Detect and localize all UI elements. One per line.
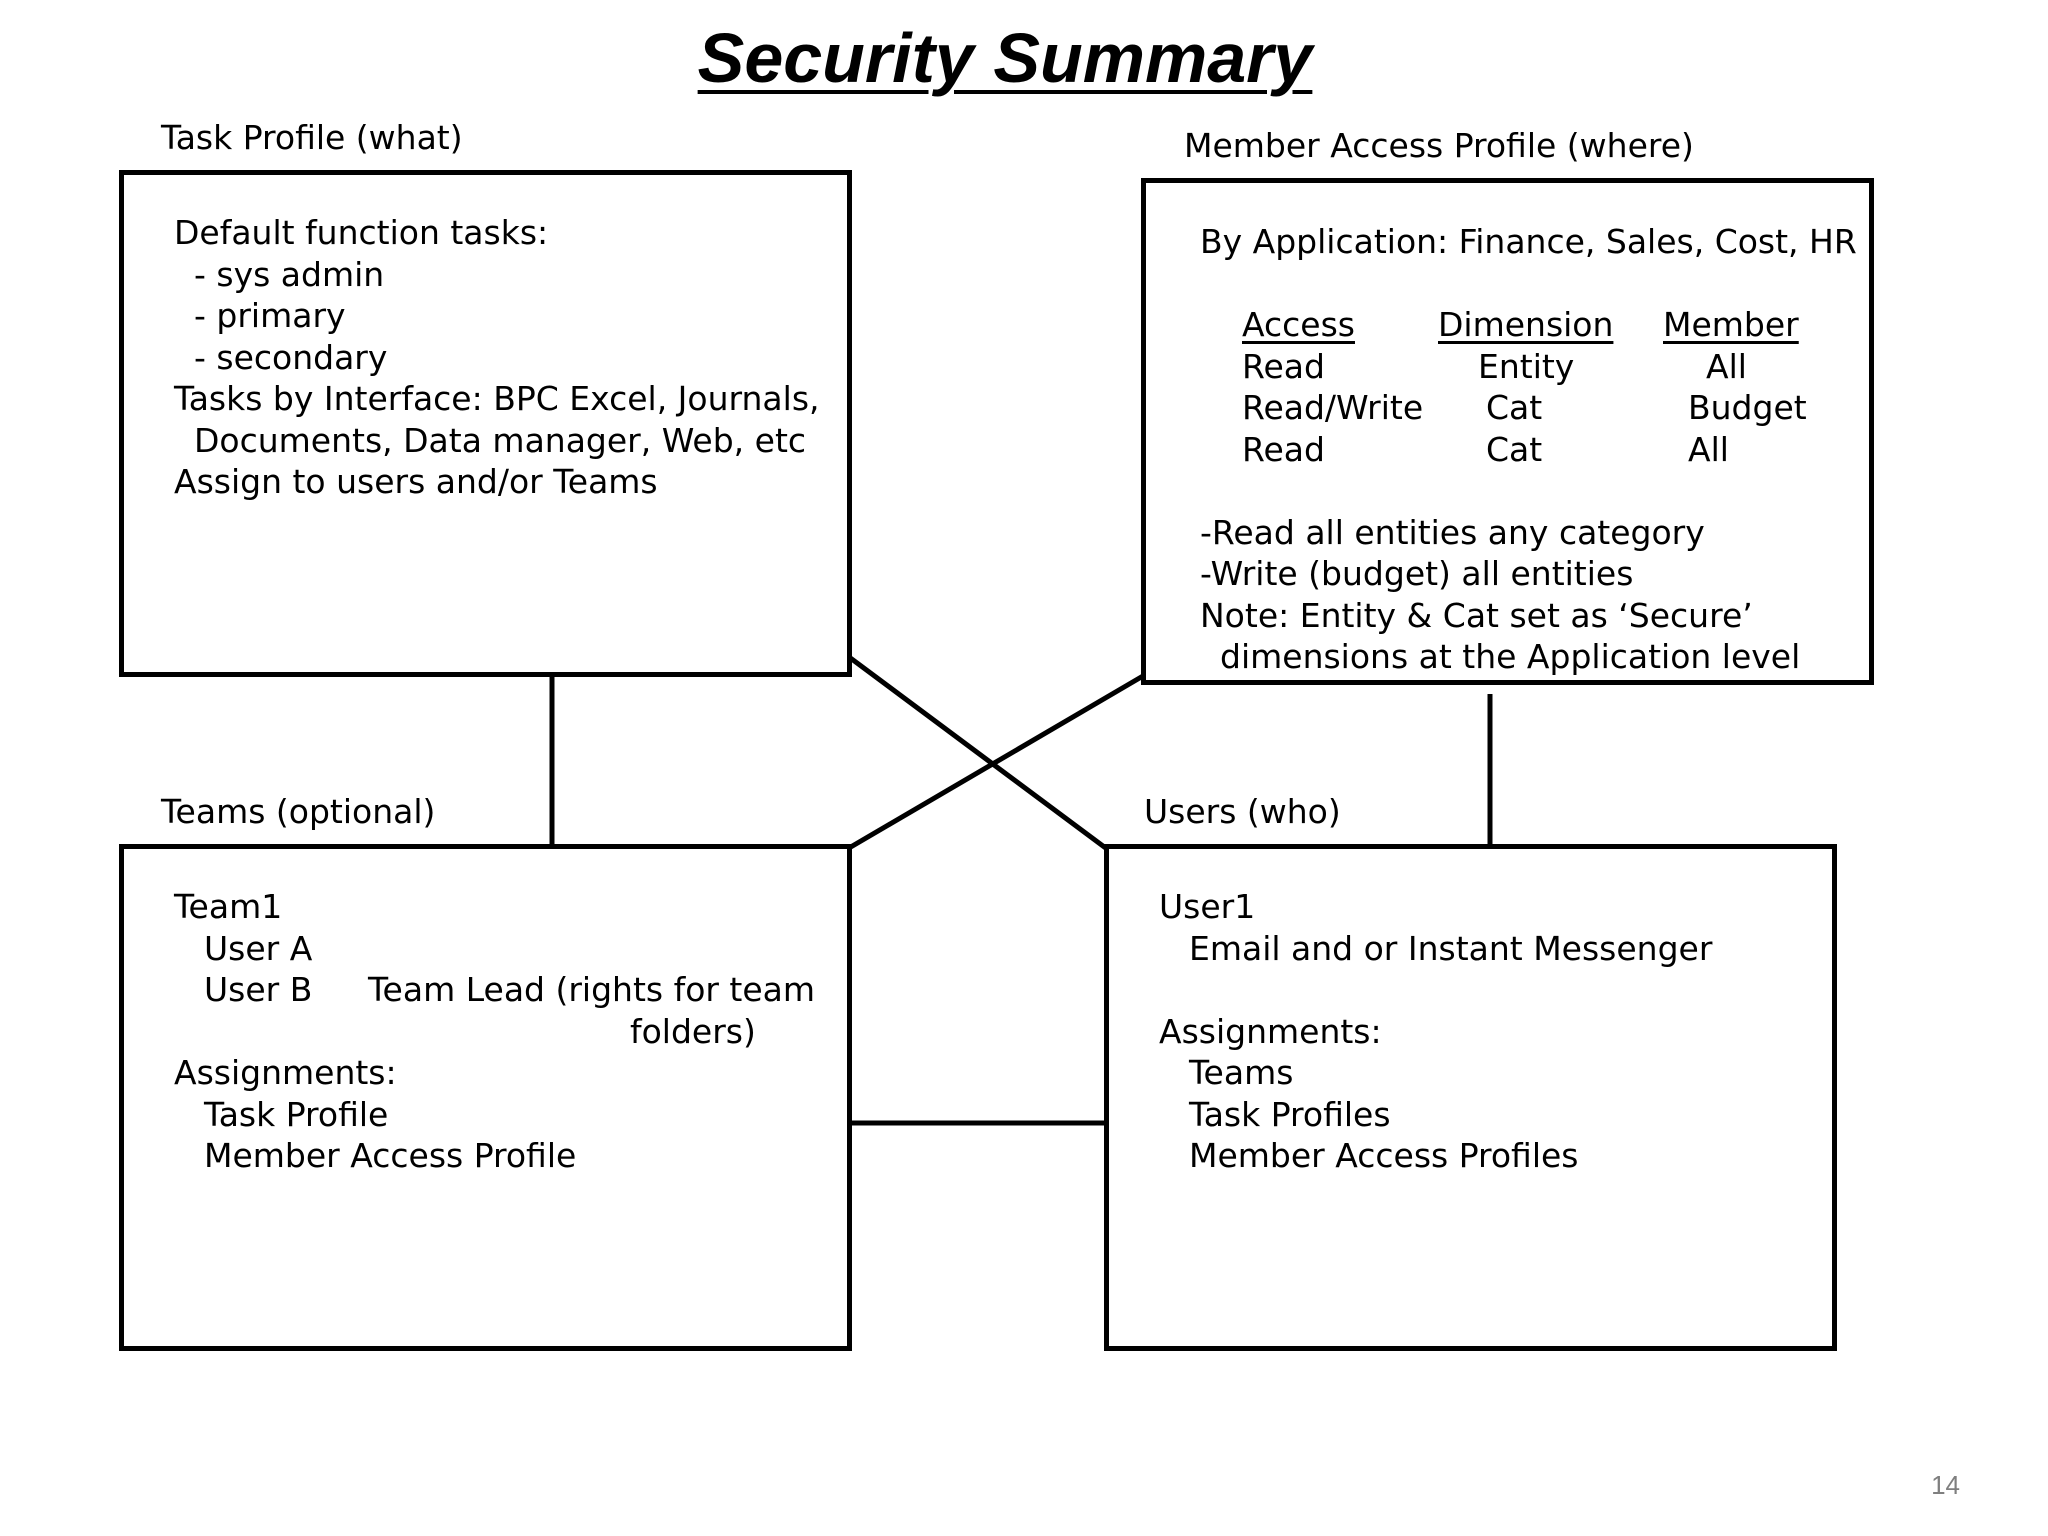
member-access-profile-box <box>1141 178 1874 685</box>
member-cell: All <box>1706 346 1747 386</box>
user-name: User1 <box>1159 887 1256 926</box>
connector-task-to-users <box>847 654 1109 852</box>
member-cell: Budget <box>1688 388 1807 427</box>
dimension-cell: Entity <box>1478 346 1575 386</box>
member-column-header: Member <box>1663 305 1799 344</box>
users-assignment: Task Profiles <box>1189 1094 1391 1134</box>
teams-text: Team1 User A User B Team Lead (rights fo… <box>174 886 815 1177</box>
member-access-intro: By Application: Finance, Sales, Cost, HR <box>1200 222 1857 261</box>
member-access-note: dimensions at the Application level <box>1220 637 1801 676</box>
dimension-cell: Cat <box>1486 429 1543 469</box>
team-name: Team1 <box>174 887 283 926</box>
access-table-row: Read Entity All <box>1200 346 1857 388</box>
user-contact: Email and or Instant Messenger <box>1189 928 1713 968</box>
page-number: 14 <box>1931 1470 1960 1500</box>
task-profile-line: Tasks by Interface: BPC Excel, Journals, <box>174 379 820 418</box>
task-profile-line: Documents, Data manager, Web, etc <box>194 420 807 460</box>
connector-member-to-teams <box>847 673 1145 851</box>
users-box <box>1104 844 1837 1351</box>
access-table-row: Read/Write Cat Budget <box>1200 387 1857 429</box>
member-access-note: Note: Entity & Cat set as ‘Secure’ <box>1200 595 1753 635</box>
task-profile-box <box>119 170 852 677</box>
team-member: User B <box>204 970 313 1009</box>
users-text: User1 Email and or Instant Messenger Ass… <box>1159 886 1712 1177</box>
teams-box <box>119 844 852 1351</box>
access-cell: Read <box>1242 346 1325 386</box>
member-access-profile-text: By Application: Finance, Sales, Cost, HR… <box>1200 221 1857 678</box>
member-access-note: -Write (budget) all entities <box>1200 554 1634 593</box>
team-member: User A <box>204 928 313 968</box>
task-profile-line: Default function tasks: <box>174 213 549 252</box>
teams-assignment: Task Profile <box>204 1094 389 1134</box>
access-column-header: Access <box>1242 305 1355 344</box>
access-table-header: Access Dimension Member <box>1200 304 1857 346</box>
users-assignments-label: Assignments: <box>1159 1011 1382 1051</box>
member-access-profile-label: Member Access Profile (where) <box>1184 126 1694 165</box>
users-assignment: Teams <box>1189 1053 1294 1092</box>
dimension-column-header: Dimension <box>1438 305 1614 344</box>
task-profile-line: Assign to users and/or Teams <box>174 462 658 501</box>
team-lead-note: folders) <box>630 1011 756 1051</box>
task-profile-line: - sys admin <box>194 254 385 294</box>
users-assignment: Member Access Profiles <box>1189 1136 1579 1175</box>
member-cell: All <box>1688 429 1729 469</box>
teams-label: Teams (optional) <box>161 792 436 831</box>
access-cell: Read <box>1242 429 1325 469</box>
access-table-row: Read Cat All <box>1200 429 1857 471</box>
task-profile-text: Default function tasks: - sys admin - pr… <box>174 212 820 503</box>
page-title: Security Summary <box>697 19 1313 97</box>
dimension-cell: Cat <box>1486 388 1543 427</box>
task-profile-line: - primary <box>194 296 346 335</box>
member-access-note: -Read all entities any category <box>1200 512 1705 552</box>
team-member-row: User B Team Lead (rights for team <box>174 969 815 1011</box>
users-label: Users (who) <box>1144 792 1341 831</box>
task-profile-line: - secondary <box>194 337 388 377</box>
teams-assignments-label: Assignments: <box>174 1053 397 1092</box>
access-cell: Read/Write <box>1242 388 1424 427</box>
teams-assignment: Member Access Profile <box>204 1136 577 1175</box>
team-lead-note: Team Lead (rights for team <box>368 970 816 1009</box>
task-profile-label: Task Profile (what) <box>161 118 463 157</box>
